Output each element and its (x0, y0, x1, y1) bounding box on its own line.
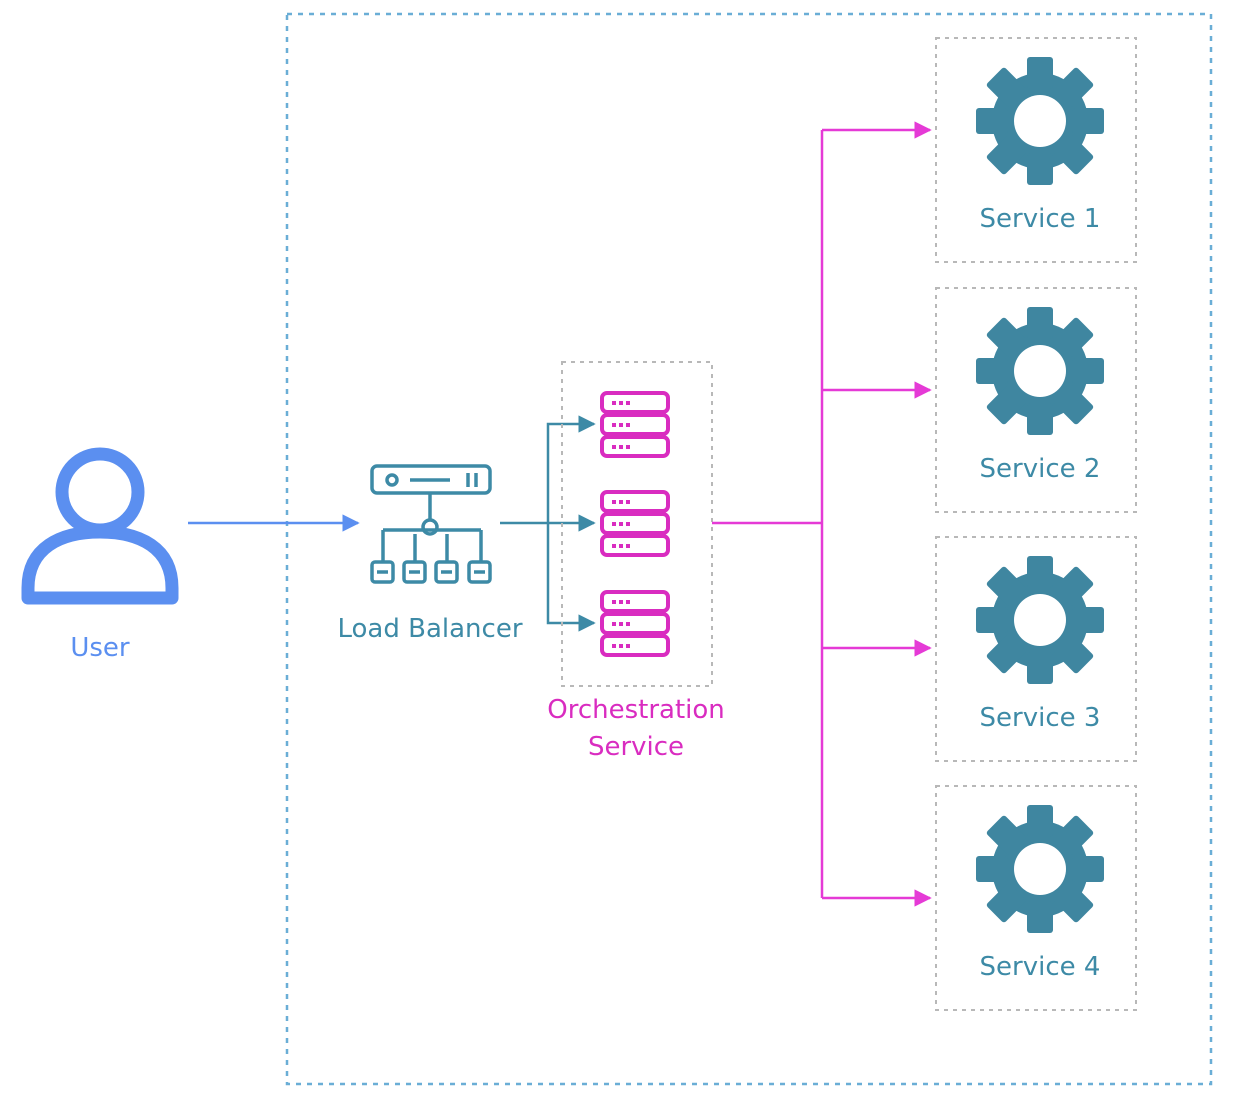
arrows-load-balancer-to-orchestration (500, 415, 596, 632)
load-balancer-node[interactable]: Load Balancer (337, 464, 523, 644)
service-box (935, 37, 1137, 263)
service-node-2[interactable]: Service 2 (935, 287, 1137, 513)
service-label: Service 4 (980, 952, 1101, 982)
service-box (935, 287, 1137, 513)
orchestration-label-line2: Service (588, 732, 684, 762)
service-label: Service 2 (980, 454, 1101, 484)
server-stack-icon (600, 590, 670, 657)
service-node-1[interactable]: Service 1 (935, 37, 1137, 263)
user-node[interactable]: User (21, 447, 179, 663)
gear-icon (976, 805, 1104, 933)
orchestration-service-node[interactable]: Orchestration Service (547, 361, 725, 762)
arrows-orchestration-to-services (712, 121, 932, 907)
orchestration-label-line1: Orchestration (547, 695, 725, 725)
service-box (935, 785, 1137, 1011)
load-balancer-icon (370, 464, 492, 584)
service-node-3[interactable]: Service 3 (935, 536, 1137, 762)
user-icon (21, 447, 179, 605)
system-boundary (285, 12, 1213, 1086)
service-box (935, 536, 1137, 762)
service-label: Service 1 (980, 204, 1101, 234)
gear-icon (976, 307, 1104, 435)
service-label: Service 3 (980, 703, 1101, 733)
gear-icon (976, 57, 1104, 185)
gear-icon (976, 556, 1104, 684)
load-balancer-label: Load Balancer (337, 614, 522, 644)
orchestration-box (561, 361, 713, 687)
service-node-4[interactable]: Service 4 (935, 785, 1137, 1011)
user-label: User (70, 633, 130, 663)
server-stack-icon (600, 490, 670, 557)
server-stack-icon (600, 391, 670, 458)
